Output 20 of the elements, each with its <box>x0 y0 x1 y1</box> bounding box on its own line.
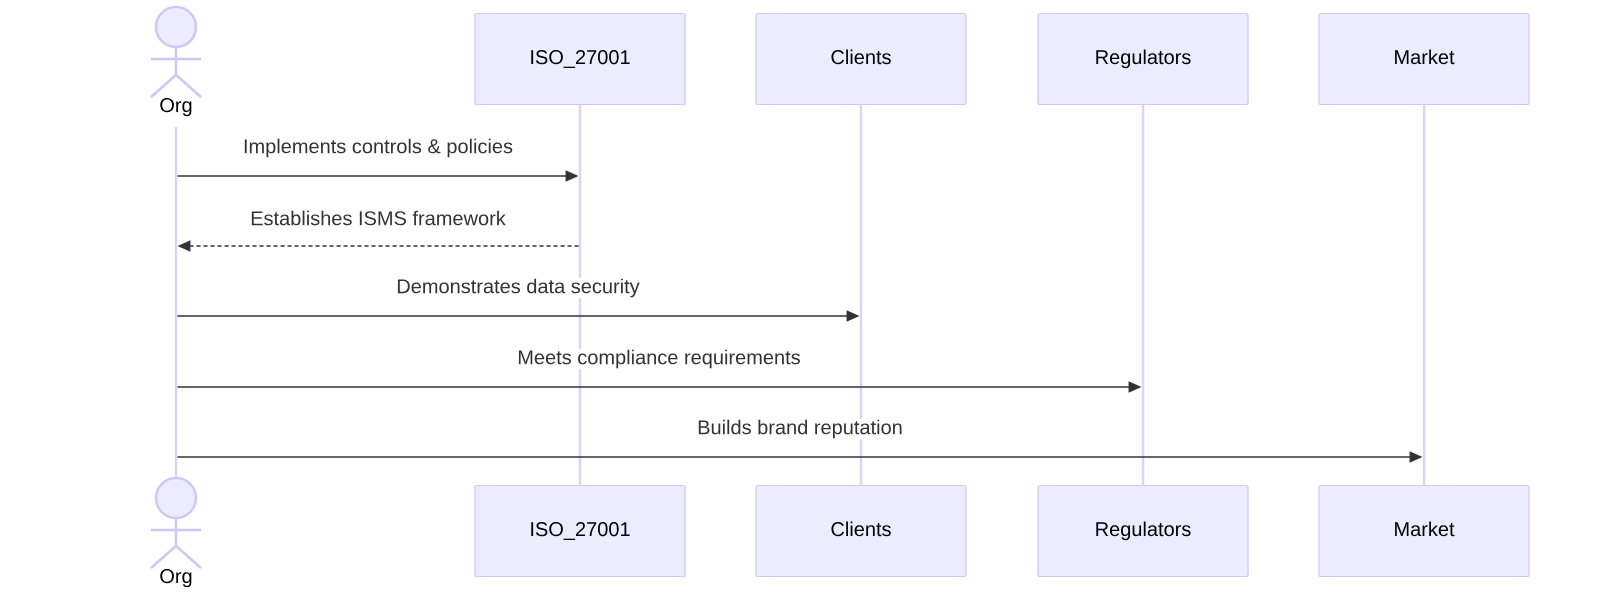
participant-box: Market <box>1318 12 1530 106</box>
participant-box: ISO_27001 <box>474 484 686 578</box>
actor-figure: Org <box>149 476 203 588</box>
participant-box: Regulators <box>1037 484 1249 578</box>
message-label: Meets compliance requirements <box>516 348 802 370</box>
participant-box: ISO_27001 <box>474 12 686 106</box>
node-label: Org <box>160 98 192 117</box>
participant-box: Market <box>1318 484 1530 578</box>
lifeline <box>1422 105 1426 486</box>
lifeline <box>174 127 178 477</box>
message-label: Establishes ISMS framework <box>249 209 507 227</box>
message-label: Builds brand reputation <box>696 418 904 440</box>
node-label: Org <box>160 569 192 588</box>
message-label: Demonstrates data security <box>395 277 641 299</box>
participant-box: Clients <box>755 12 967 106</box>
participant-box: Clients <box>755 484 967 578</box>
message-label: Implements controls & policies <box>241 137 515 159</box>
participant-box: Regulators <box>1037 12 1249 106</box>
lifeline <box>1141 105 1145 486</box>
actor-figure: Org <box>149 5 203 117</box>
